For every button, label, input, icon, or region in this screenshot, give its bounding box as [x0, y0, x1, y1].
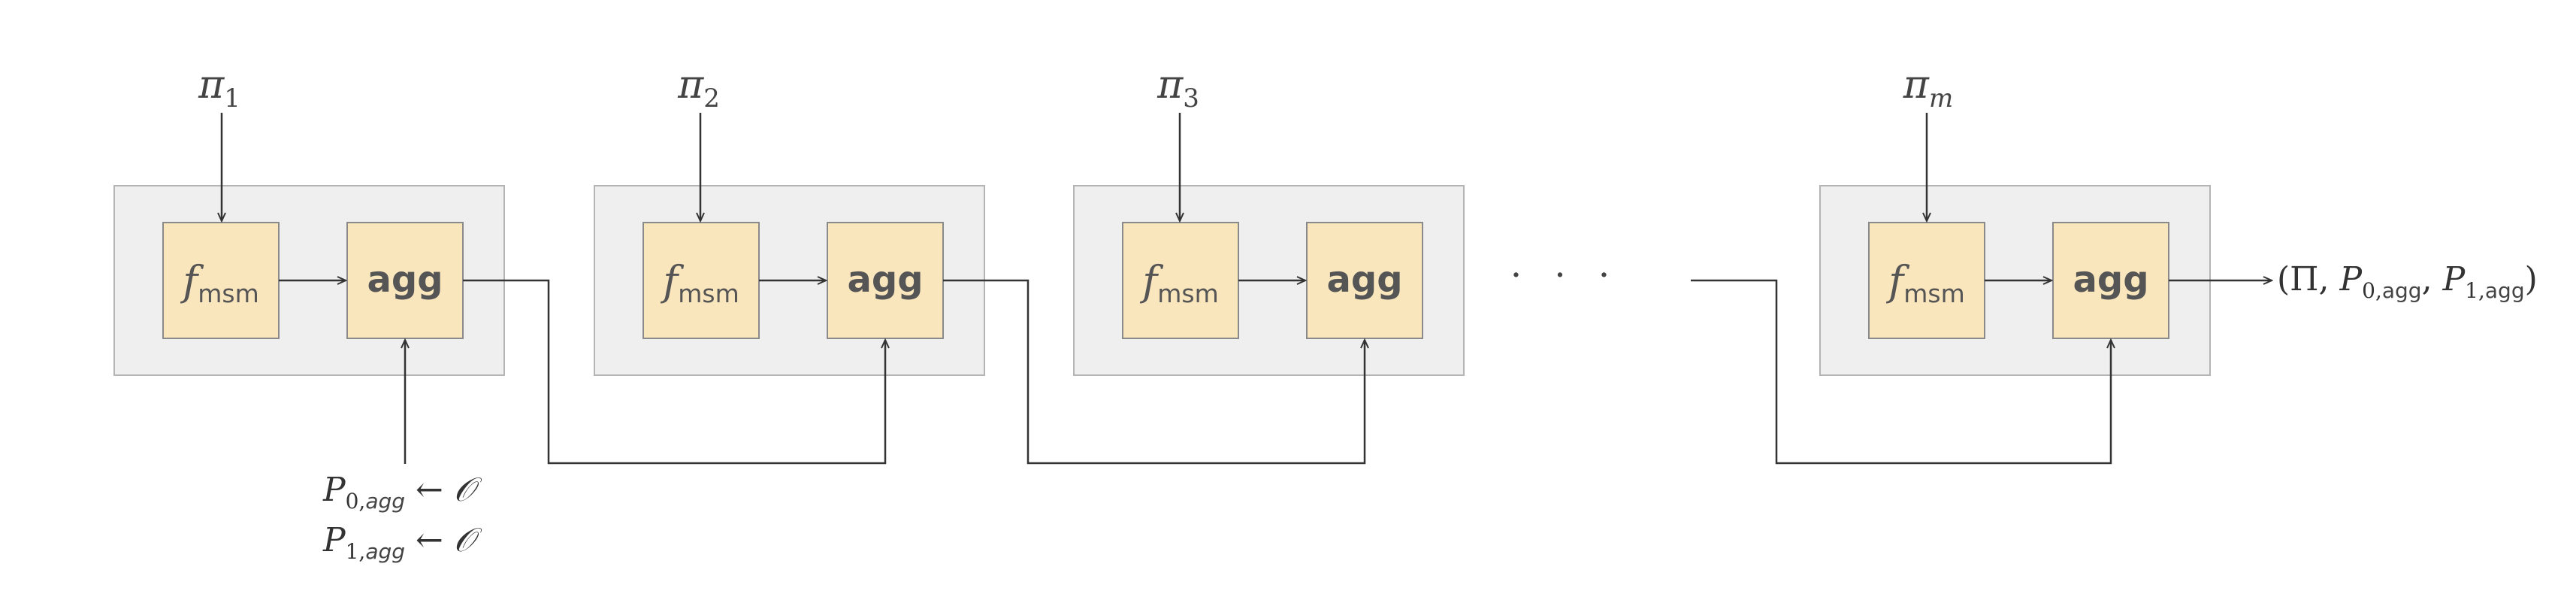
- ellipsis: · · ·: [1510, 254, 1620, 296]
- output-tuple: (Π, P0,agg, P1,agg): [2277, 260, 2538, 303]
- stage-3-agg-label: agg: [1326, 259, 1402, 301]
- stage-1: fmsm agg π1: [113, 62, 505, 376]
- stage-3-agg-box: [1306, 222, 1423, 339]
- stage-1-agg-label: agg: [367, 259, 443, 301]
- wire-into-stage-m-agg: [1691, 279, 2111, 465]
- stage-1-fmsm-box: [162, 222, 280, 339]
- stage-2-input-label: π2: [677, 62, 720, 114]
- stage-m: fmsm agg πm: [1819, 62, 2211, 376]
- stage-m-input-label: πm: [1903, 62, 1953, 114]
- stage-2: fmsm agg π2: [594, 62, 985, 376]
- stage-3-input-label: π3: [1156, 62, 1199, 114]
- wire-stage1-to-stage2-agg: [463, 279, 885, 465]
- stage-2-agg-box: [827, 222, 944, 339]
- stage-3-fmsm-box: [1122, 222, 1239, 339]
- init-line-p1: P1,agg ← 𝒪: [322, 521, 482, 564]
- wire-stage2-to-stage3-agg: [943, 279, 1365, 465]
- init-line-p0: P0,agg ← 𝒪: [322, 471, 482, 514]
- stage-1-agg-box: [346, 222, 464, 339]
- stage-m-fmsm-box: [1868, 222, 1985, 339]
- stage-3: fmsm agg π3: [1073, 62, 1465, 376]
- stage-m-agg-label: agg: [2073, 259, 2148, 301]
- stage-2-agg-label: agg: [847, 259, 923, 301]
- stage-m-agg-box: [2052, 222, 2169, 339]
- stage-1-input-label: π1: [198, 62, 240, 114]
- stage-3-fmsm-label: fmsm: [1139, 257, 1219, 308]
- stage-2-fmsm-label: fmsm: [660, 257, 739, 308]
- stage-1-fmsm-label: fmsm: [180, 257, 259, 308]
